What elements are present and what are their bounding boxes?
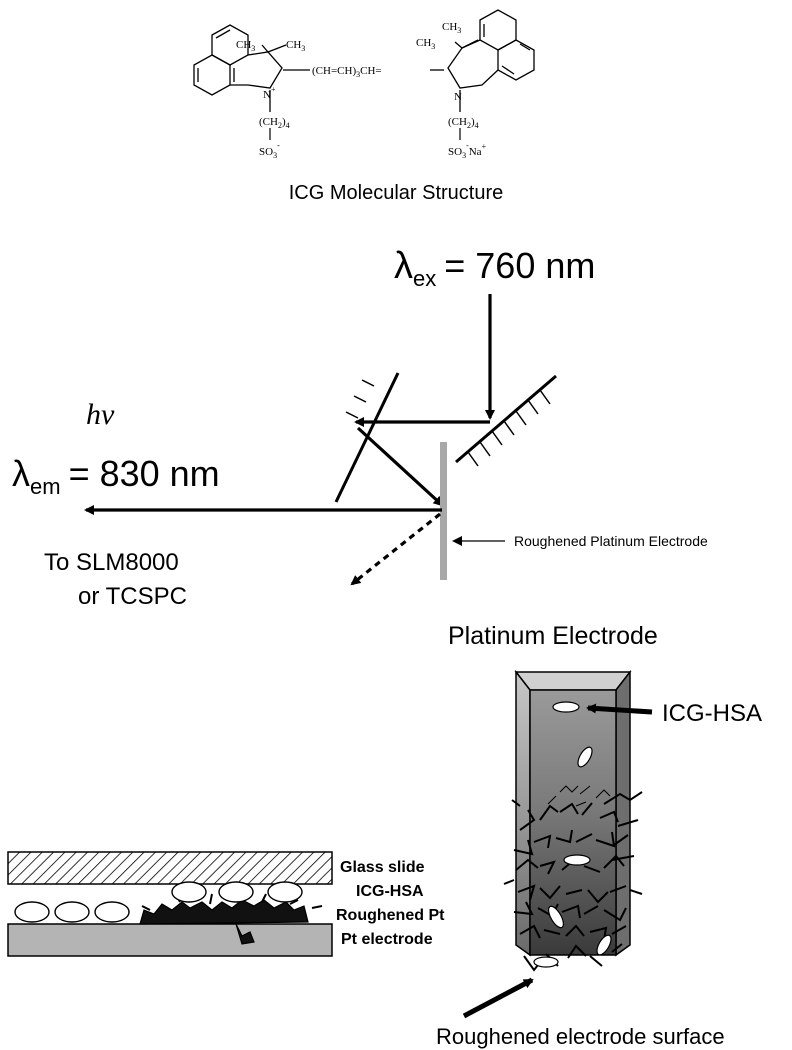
glass-slide-layer (7, 851, 333, 885)
photon-symbol: hν (86, 398, 115, 431)
right-benzene-ring-outer (479, 9, 517, 51)
legend-glass-slide: Glass slide (340, 859, 425, 876)
svg-text:(CH2)4: (CH2)4 (259, 116, 290, 130)
legend-roughened-pt: Roughened Pt (336, 907, 445, 924)
icg-molecular-structure (193, 9, 535, 112)
icg-hsa-particle (533, 956, 559, 968)
icg-hsa-particle (563, 854, 591, 866)
roughened-pt-layer (139, 893, 323, 945)
left-benzene-ring-inner (193, 54, 231, 96)
electrode-front-face (529, 689, 617, 956)
icg-hsa-particle (596, 934, 612, 956)
icg-hsa-pointer (586, 703, 653, 715)
surface-pointer (462, 977, 534, 1019)
mirror-left-hatching (345, 379, 375, 419)
mirror-right-hatching (467, 389, 551, 467)
svg-text:CH3: CH3 (286, 39, 305, 53)
icg-hsa-particle (552, 701, 580, 713)
svg-text:(CH=CH)3CH=: (CH=CH)3CH= (312, 65, 382, 79)
icg-hsa-particle (171, 881, 207, 903)
roughened-platinum-electrode-bar (440, 442, 447, 580)
icg-hsa-particle (94, 901, 130, 923)
svg-text:CH3: CH3 (236, 39, 255, 53)
svg-text:(CH2)4: (CH2)4 (448, 116, 479, 130)
svg-text:N+: N+ (263, 85, 276, 101)
detector-label-line2: or TCSPC (78, 583, 187, 610)
cross-section-legend: Glass slide ICG-HSA Roughened Pt Pt elec… (336, 859, 445, 948)
electrode-top-bevel (514, 671, 632, 691)
svg-text:SO3-Na+: SO3-Na+ (448, 141, 487, 160)
roughened-surface-fine-texture (547, 785, 611, 807)
beam-to-electrode-arrow (356, 426, 444, 507)
icg-hsa-particle (54, 901, 90, 923)
right-benzene-ring-inner (497, 39, 535, 81)
scattered-beam-arrow (350, 512, 441, 586)
detector-label-line1: To SLM8000 (44, 549, 179, 576)
surface-label: Roughened electrode surface (436, 1024, 725, 1049)
mirror-right (455, 374, 557, 464)
platinum-electrode-title: Platinum Electrode (448, 622, 658, 650)
legend-icg-hsa: ICG-HSA (356, 883, 424, 900)
legend-pt-electrode: Pt electrode (341, 931, 433, 948)
excitation-label: λex= 760 nm (394, 245, 595, 291)
pt-electrode-layer (7, 923, 333, 957)
structure-caption: ICG Molecular Structure (289, 182, 504, 204)
icg-hsa-particle (14, 901, 50, 923)
left-indole-ring (247, 51, 283, 89)
svg-text:N: N (454, 91, 462, 103)
emission-label: λem= 830 nm (12, 453, 220, 499)
platinum-electrode-3d (503, 669, 643, 972)
svg-text:λex= 760 nm: λex= 760 nm (394, 245, 595, 291)
icg-hsa-label: ICG-HSA (662, 700, 762, 727)
electrode-label: Roughened Platinum Electrode (514, 533, 708, 549)
svg-text:CH3: CH3 (416, 37, 435, 51)
icg-hsa-particle (548, 905, 564, 929)
icg-hsa-particle (218, 881, 254, 903)
icg-structure-labels: CH3 CH3 N+ (CH2)4 SO3- (CH=CH)3CH= CH3 C… (236, 21, 487, 160)
icg-hsa-particle (577, 746, 593, 768)
svg-text:SO3-: SO3- (259, 141, 280, 160)
cross-section-diagram (7, 851, 333, 957)
icg-hsa-particle (267, 881, 303, 903)
svg-text:CH3: CH3 (442, 21, 461, 35)
right-indole-ring (447, 39, 499, 89)
